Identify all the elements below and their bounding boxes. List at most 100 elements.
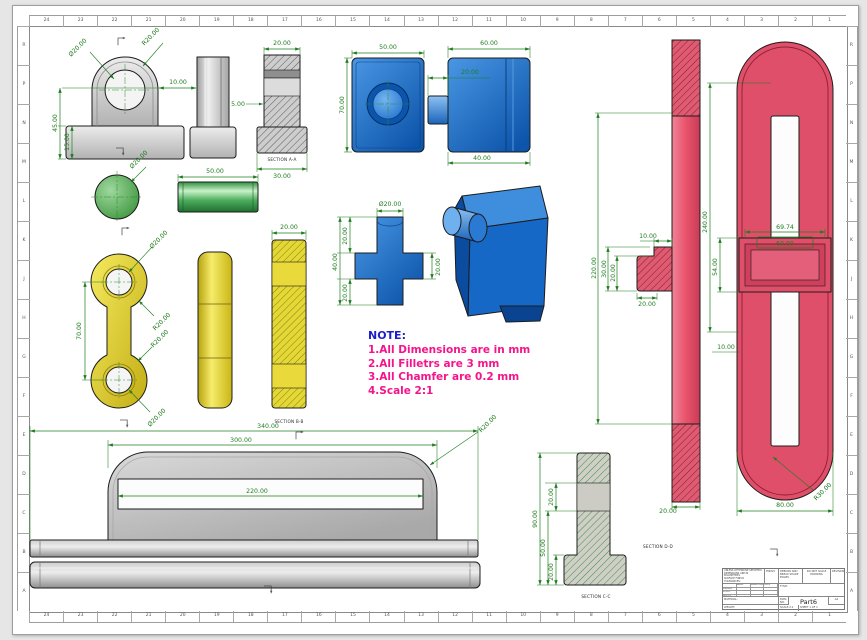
zone-letter: G [18,338,30,377]
finish-cell: FINISH: [765,569,779,584]
dimension-label: 30.00 [273,173,291,180]
zone-number: 3 [743,16,778,27]
bracket-section-view: 20.00 5.00 30.00 SECTION A-A [231,40,308,180]
zone-letter: B [18,533,30,572]
section-label: SECTION C-C [581,594,610,599]
dimension-label: 300.00 [230,437,252,444]
dwg-label-cell: DWG NO. [779,597,789,605]
zone-number: 21 [131,16,165,27]
zone-number: 15 [335,16,369,27]
dimension-label: 20.00 [461,69,479,76]
zone-number: 20 [165,16,199,27]
part-name: Part6 [800,598,817,605]
zone-number: 19 [199,611,233,622]
zone-letter: L [18,182,30,221]
zone-number: 6 [641,611,676,622]
do-not-scale-cell: DO NOT SCALE DRAWING [803,569,831,584]
plate-slot [117,478,424,510]
zone-number: 17 [267,611,301,622]
size-cell: A4 [829,597,844,605]
zone-number: 24 [29,611,63,622]
block-side-dimensions [427,46,531,166]
note-block: NOTE: 1.All Dimensions are in mm 2.All F… [368,329,548,398]
zone-number: 14 [369,16,403,27]
dimension-label: 20.00 [548,563,555,581]
zone-letter: H [846,299,857,338]
dimension-label: 60.00 [480,40,498,47]
link-dimensions [82,246,155,413]
zone-number: 6 [641,16,676,27]
dimension-label: 69.74 [776,224,794,231]
zone-number: 9 [539,611,574,622]
dimension-label: 70.00 [76,322,83,340]
zone-letter: A [18,572,30,611]
pin-side-view: 50.00 [177,168,259,213]
dimension-label: 340.00 [257,423,279,430]
zone-number: 12 [437,16,472,27]
zone-number: 4 [709,611,744,622]
plate-front-view [29,561,481,589]
plate-dimensions [29,426,479,540]
plate-flange [29,539,479,558]
dimension-label: 54.00 [712,258,719,276]
plate-section-view: 90.00 20.00 50.00 20.00 SECTION C-C [532,452,627,599]
zone-number: 13 [403,611,438,622]
material-cell: MATERIAL: [723,597,779,605]
zone-letter: D [18,455,30,494]
zone-letter: J [18,260,30,299]
zone-number: 22 [97,611,131,622]
zone-number: 2 [778,16,812,27]
zone-letter: M [846,143,857,182]
dimension-label: 40.00 [332,253,339,271]
zone-number: 3 [743,611,778,622]
plate-section-outline [563,452,627,586]
dimension-label: 90.00 [532,510,539,528]
bracket-side-view [189,56,237,159]
part-name-cell: Part6 [789,597,829,605]
dimension-label: 20.00 [273,40,291,47]
zone-number: 11 [471,611,506,622]
dimension-label: 220.00 [246,488,268,495]
dimension-label: R20.00 [141,27,162,48]
zone-number: 10 [505,16,540,27]
note-title: NOTE: [368,329,406,342]
zone-letter: B [846,533,857,572]
dimension-label: 20.00 [280,224,298,231]
tolerance-note: UNLESS OTHERWISE SPECIFIED: DIMENSIONS A… [723,569,765,584]
title-cell: TITLE: [779,584,844,597]
dimension-label: 50.00 [379,44,397,51]
zone-number: 19 [199,16,233,27]
zone-letter: H [18,299,30,338]
dimension-label: 80.00 [776,502,794,509]
cross-dimensions [337,208,436,306]
zone-number: 17 [267,16,301,27]
zone-letter: L [846,182,857,221]
zone-number: 18 [233,16,267,27]
bracket-section-dimensions [246,47,308,172]
zone-number: 23 [63,16,97,27]
zone-letter: E [846,416,857,455]
zone-letter: A [846,572,857,611]
zone-letter: F [846,377,857,416]
note-line: 4.Scale 2:1 [368,384,434,397]
zone-letter: K [18,221,30,260]
dimension-label: R20.00 [150,329,171,350]
zone-number: 8 [573,611,608,622]
weight-cell: WEIGHT: [723,605,779,611]
dimension-label: 10.00 [639,233,657,240]
zone-letter: C [18,494,30,533]
zone-number: 16 [301,611,335,622]
zone-letter: N [846,104,857,143]
zone-letter: C [846,494,857,533]
dimension-label: 10.00 [169,79,187,86]
block-boss-side [427,95,449,125]
bracket-front-view: Ø20.00 R20.00 45.00 15.00 10.00 [52,27,197,160]
cross-front-view: Ø20.00 20.00 40.00 20.00 20.00 [332,200,442,306]
slide-front-view: 240.00 54.00 69.74 60.00 10.00 R30.00 80… [702,41,834,516]
zone-number: 9 [539,16,574,27]
link-section-view: 20.00 SECTION B-B [271,224,307,424]
